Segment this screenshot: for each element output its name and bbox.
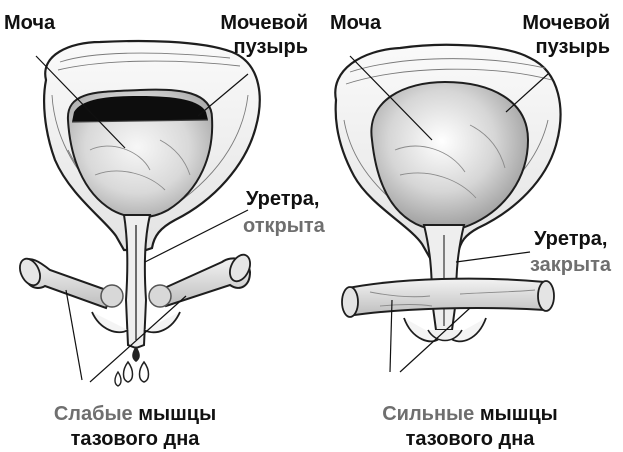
right-urethra-label: Уретра, [534, 228, 607, 251]
left-muscles-label-line1: Слабые мышцы [0, 403, 270, 426]
left-urethra-state: открыта [243, 215, 325, 238]
left-bladder-label-line2: пузырь [198, 36, 308, 59]
right-bladder-label-line1: Мочевой [500, 12, 610, 35]
right-muscles-label-line2: тазового дна [330, 428, 610, 451]
left-muscles-word: мышцы [138, 403, 216, 425]
right-figure [335, 45, 560, 372]
right-bladder-label-line2: пузырь [500, 36, 610, 59]
left-muscles-label-line2: тазового дна [0, 428, 270, 451]
right-urethra-state: закрыта [530, 254, 611, 277]
right-urine-label: Моча [330, 12, 381, 35]
right-muscles-strength: Сильные [382, 403, 474, 425]
left-urethra-label: Уретра, [246, 188, 319, 211]
left-urine-drops [115, 346, 149, 386]
left-urethra [124, 215, 150, 348]
right-muscles-label-line1: Сильные мышцы [330, 403, 610, 426]
left-figure [16, 41, 260, 386]
right-muscles-word: мышцы [480, 403, 558, 425]
left-bladder-label-line1: Мочевой [198, 12, 308, 35]
left-urine-label: Моча [4, 12, 55, 35]
left-muscles-strength: Слабые [54, 403, 133, 425]
